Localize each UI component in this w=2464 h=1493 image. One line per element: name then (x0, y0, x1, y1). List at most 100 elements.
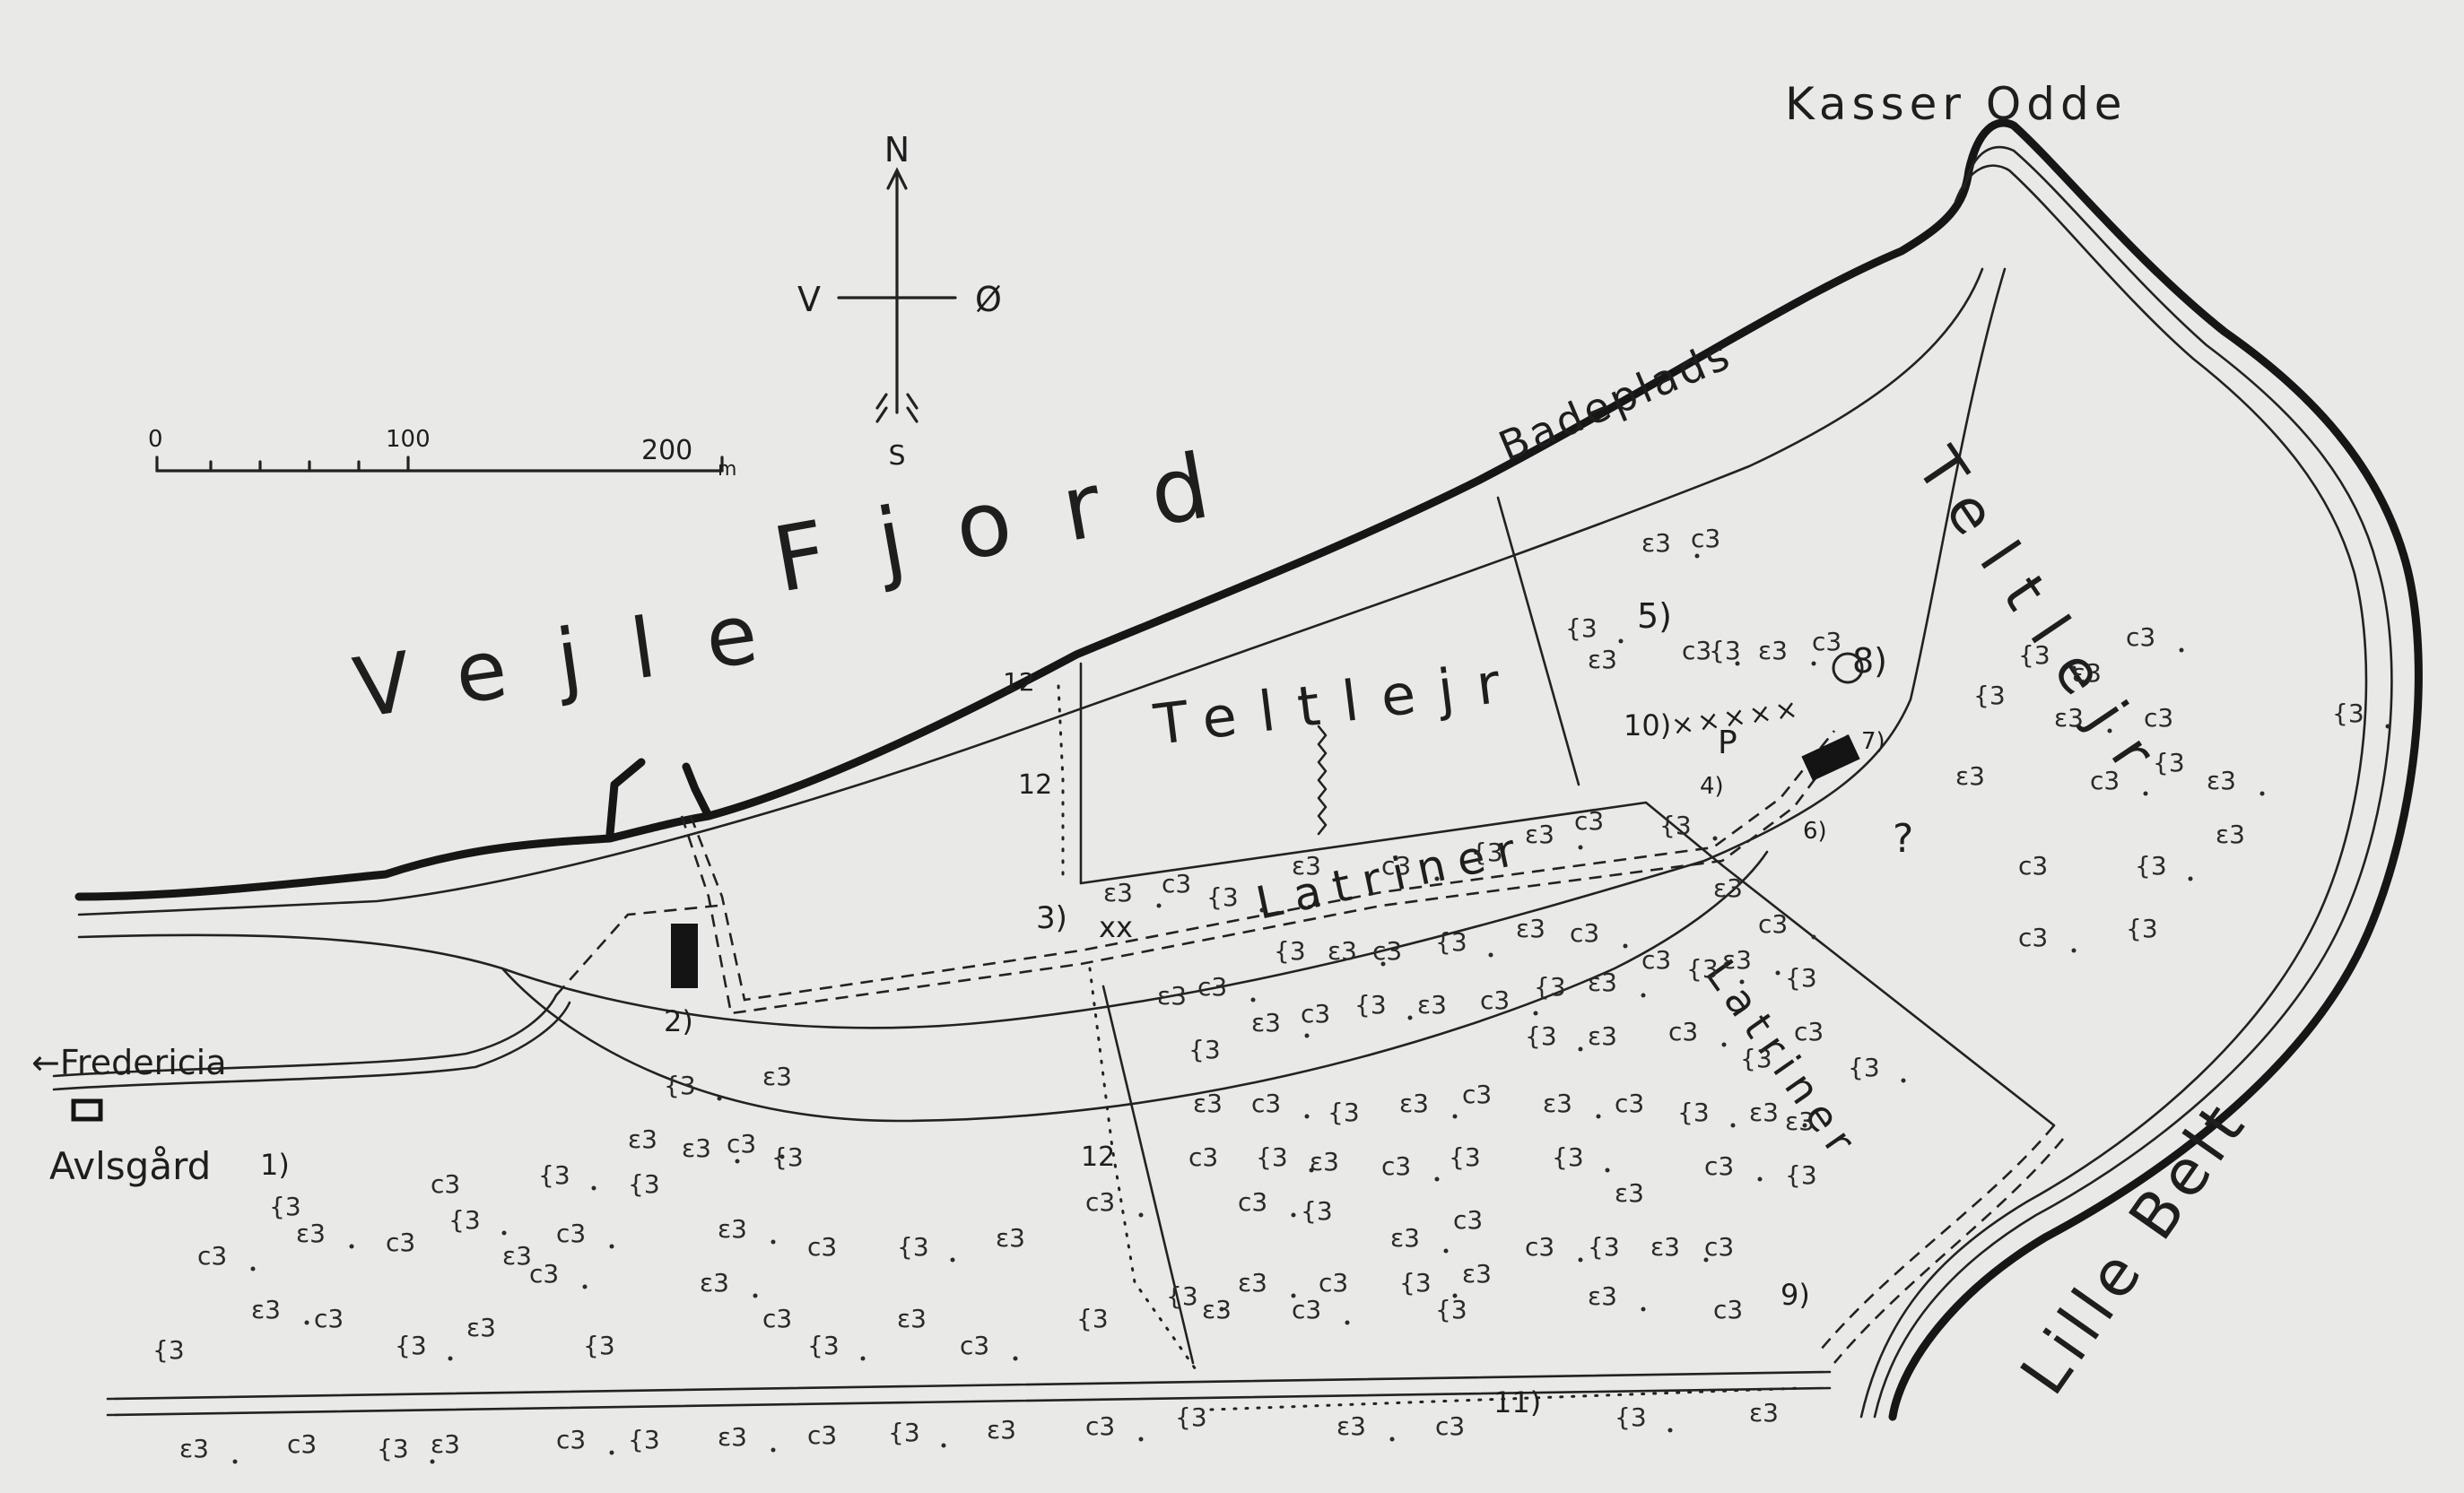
bush-icon: {3 (1677, 1098, 1710, 1127)
path-coast-parallel-1 (77, 267, 1984, 916)
label-fjord: Fjord (766, 424, 1269, 613)
bush-icon: {3 (1435, 1295, 1467, 1324)
bush-icon: c3 (1812, 627, 1841, 656)
bush-icon: {3 (1740, 1044, 1772, 1073)
bush-icon: ε3 (1238, 1268, 1267, 1298)
dot-mark (1345, 1320, 1350, 1325)
bush-icon: {3 (1188, 1035, 1221, 1064)
bush-icon: c3 (1641, 945, 1671, 975)
label-badeplads: Badeplads (1492, 329, 1739, 471)
bush-icon: ε3 (718, 1422, 747, 1452)
bush-icon: ε3 (2216, 820, 2245, 849)
marker-8: 8) (1852, 641, 1887, 681)
compass-arrow-head (886, 167, 908, 190)
bush-icon: ε3 (762, 1062, 792, 1091)
bush-icon: ε3 (1336, 1411, 1366, 1441)
dot-mark (1309, 1167, 1314, 1173)
dot-mark (1578, 1046, 1583, 1052)
bush-icon: c3 (529, 1259, 559, 1289)
dot-mark (1407, 1015, 1413, 1020)
bush-icon: ε3 (1328, 936, 1357, 966)
bush-icon: {3 (1525, 1021, 1557, 1051)
dot-mark (1013, 1356, 1018, 1361)
bush-icon: c3 (386, 1228, 415, 1257)
bush-icon: ε3 (1588, 1281, 1617, 1311)
marker-10: 10) (1624, 708, 1671, 742)
dot-mark (250, 1266, 256, 1272)
bush-icon: c3 (2090, 766, 2120, 795)
bush-icon: ε3 (179, 1434, 209, 1463)
bush-icon: c3 (1758, 909, 1788, 939)
bush-icon: c3 (807, 1232, 837, 1262)
camp-partition-3 (1079, 801, 1724, 885)
bush-icon: c3 (556, 1219, 586, 1248)
dot-mark (609, 1450, 614, 1455)
bottom-road-upper (106, 1370, 1832, 1401)
marker-11: 11) (1493, 1385, 1541, 1419)
dotted-trail-12-upper (1057, 684, 1065, 876)
bush-icon: c3 (1238, 1187, 1267, 1217)
dot-mark (609, 1244, 614, 1249)
bush-icon: c3 (727, 1129, 756, 1159)
bush-icon: c3 (1480, 985, 1510, 1015)
bush-icon: ε3 (1588, 968, 1617, 997)
dot-mark (735, 1159, 740, 1164)
dot-mark (430, 1459, 435, 1464)
bush-icon: {3 (2018, 640, 2050, 670)
path-coast-parallel-2 (77, 267, 2007, 1029)
dot-mark (717, 1096, 722, 1101)
dashed-road-d (1820, 1124, 2056, 1350)
dot-mark (2385, 724, 2390, 729)
bush-icon: ε3 (1615, 1178, 1644, 1208)
dot-mark (582, 1284, 588, 1289)
bush-icon: ε3 (1310, 1147, 1339, 1176)
road-fredericia-lower (52, 1001, 571, 1091)
bush-icon: {3 (771, 1142, 804, 1172)
bush-icon: {3 (1166, 1281, 1198, 1311)
dashed-road-e (1833, 1138, 2065, 1364)
camp-partition-5 (1101, 985, 1195, 1365)
bush-icon: c3 (1615, 1089, 1644, 1118)
vegetation-symbols: ε3 c3 {3 ε3 c3 {3 ε3 c3 {3 ε3 c3 {3 ε3 c3 {3 ε3 c3 {3 ε3 c3… (152, 524, 2390, 1464)
dot-mark (1304, 1033, 1310, 1038)
dot-mark (1533, 1011, 1538, 1016)
bush-icon: ε3 (1292, 851, 1321, 881)
bush-icon: ε3 (1641, 528, 1671, 558)
bush-icon: ε3 (1543, 1089, 1572, 1118)
bush-icon: ε3 (1103, 878, 1133, 907)
bush-icon: {3 (1534, 972, 1566, 1002)
dotted-trail-12-lower (1088, 967, 1199, 1374)
dot-mark (1703, 1257, 1709, 1263)
dashed-road-c (555, 904, 718, 996)
dot-mark (1250, 997, 1256, 1003)
bush-icon: c3 (1794, 1017, 1824, 1046)
bush-icon: ε3 (718, 1214, 747, 1244)
dot-mark (1901, 1078, 1906, 1083)
bush-icon: {3 (1274, 936, 1306, 966)
dot-mark (2179, 647, 2184, 653)
dot-mark (1156, 903, 1162, 908)
bush-icon: c3 (2018, 851, 2048, 881)
marker-12-top: 12 (1003, 667, 1035, 697)
dot-mark (1452, 1293, 1458, 1298)
bush-icon: {3 (395, 1331, 427, 1360)
bush-icon: {3 (628, 1169, 660, 1199)
bush-icon: ε3 (466, 1313, 496, 1342)
bush-icon: c3 (807, 1420, 837, 1450)
bush-icon: {3 (897, 1232, 929, 1262)
bush-icon: ε3 (1955, 761, 1985, 791)
bush-icon: c3 (1301, 999, 1330, 1029)
bush-icon: {3 (1354, 990, 1387, 1020)
bush-icon: {3 (664, 1071, 696, 1100)
camp-partition-2 (1496, 496, 1580, 786)
bush-icon: {3 (1449, 1142, 1481, 1172)
bush-icon: {3 (888, 1418, 920, 1447)
dot-mark (1259, 907, 1265, 913)
bush-icon: {3 (152, 1335, 185, 1365)
bush-icon: {3 (377, 1434, 409, 1463)
bush-icon: {3 (538, 1160, 570, 1190)
dot-mark (1623, 943, 1628, 949)
building-avlsgaard (71, 1098, 103, 1122)
marker-5: 5) (1637, 596, 1672, 636)
dot-mark (1757, 1176, 1763, 1182)
